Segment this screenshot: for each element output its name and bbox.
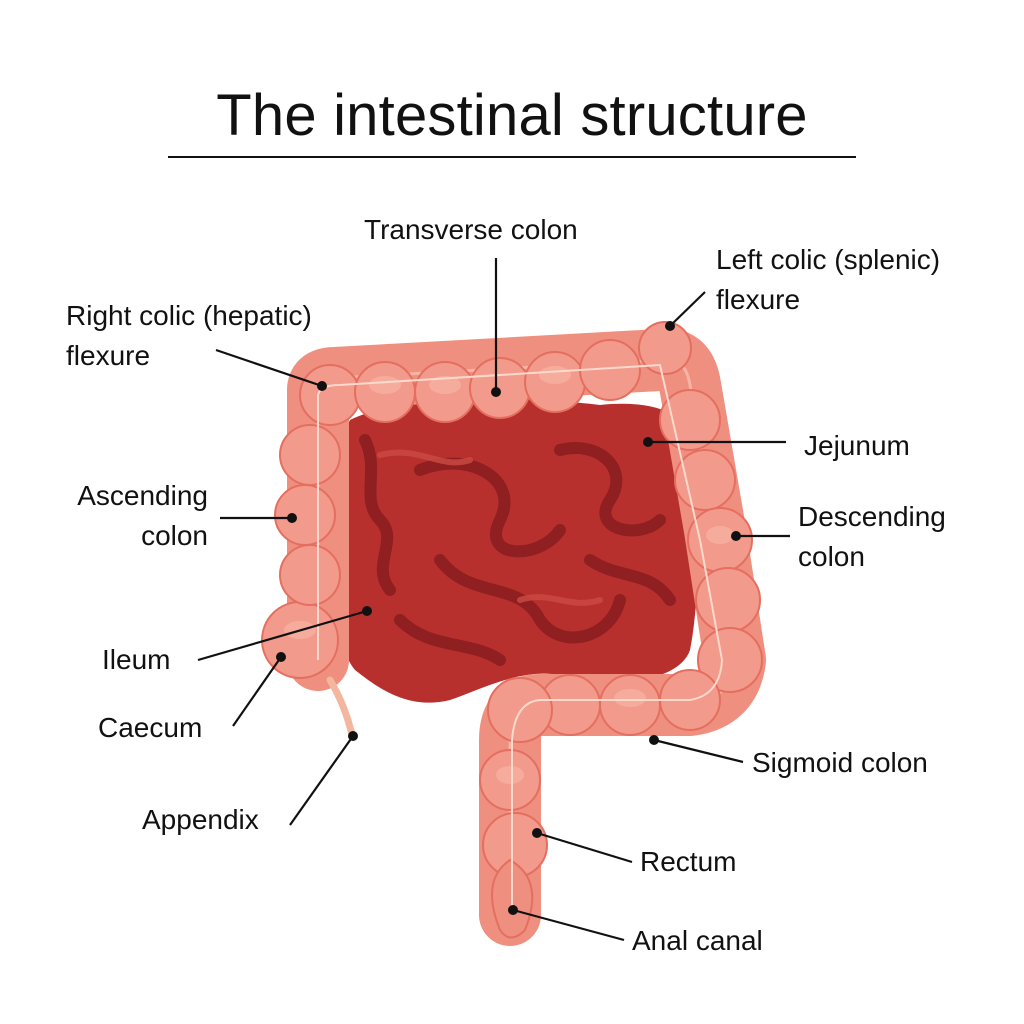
label-ileum: Ileum bbox=[102, 644, 171, 675]
label-appendix: Appendix bbox=[142, 804, 259, 835]
leader-lines bbox=[197, 258, 790, 942]
label-ascending-colon-line1: Ascending bbox=[77, 480, 208, 511]
label-left-colic-flexure-line2: flexure bbox=[716, 284, 801, 315]
small-intestine bbox=[333, 398, 699, 703]
page-title: The intestinal structure bbox=[216, 83, 808, 148]
label-rectum: Rectum bbox=[640, 846, 737, 877]
label-descending-colon: Descending colon bbox=[798, 497, 946, 577]
label-right-colic-flexure-line2: flexure bbox=[66, 340, 151, 371]
label-anal-canal: Anal canal bbox=[632, 925, 763, 956]
label-left-colic-flexure-line1: Left colic (splenic) bbox=[716, 244, 941, 275]
label-right-colic-flexure-line1: Right colic (hepatic) bbox=[66, 300, 312, 331]
label-sigmoid-colon: Sigmoid colon bbox=[752, 747, 928, 778]
label-transverse-colon: Transverse colon bbox=[364, 214, 578, 245]
label-ascending-colon-line2: colon bbox=[141, 520, 208, 551]
label-left-colic-flexure: Left colic (splenic) flexure bbox=[716, 240, 940, 320]
leader-dots bbox=[276, 321, 741, 915]
title-underline bbox=[168, 156, 856, 158]
label-descending-colon-line1: Descending bbox=[798, 501, 946, 532]
large-intestine bbox=[261, 321, 766, 946]
label-right-colic-flexure: Right colic (hepatic) flexure bbox=[66, 296, 312, 376]
label-ascending-colon: Ascending colon bbox=[30, 476, 208, 556]
label-jejunum: Jejunum bbox=[804, 430, 910, 461]
appendix-shape bbox=[326, 676, 356, 739]
label-caecum: Caecum bbox=[98, 712, 203, 743]
label-descending-colon-line2: colon bbox=[798, 541, 865, 572]
